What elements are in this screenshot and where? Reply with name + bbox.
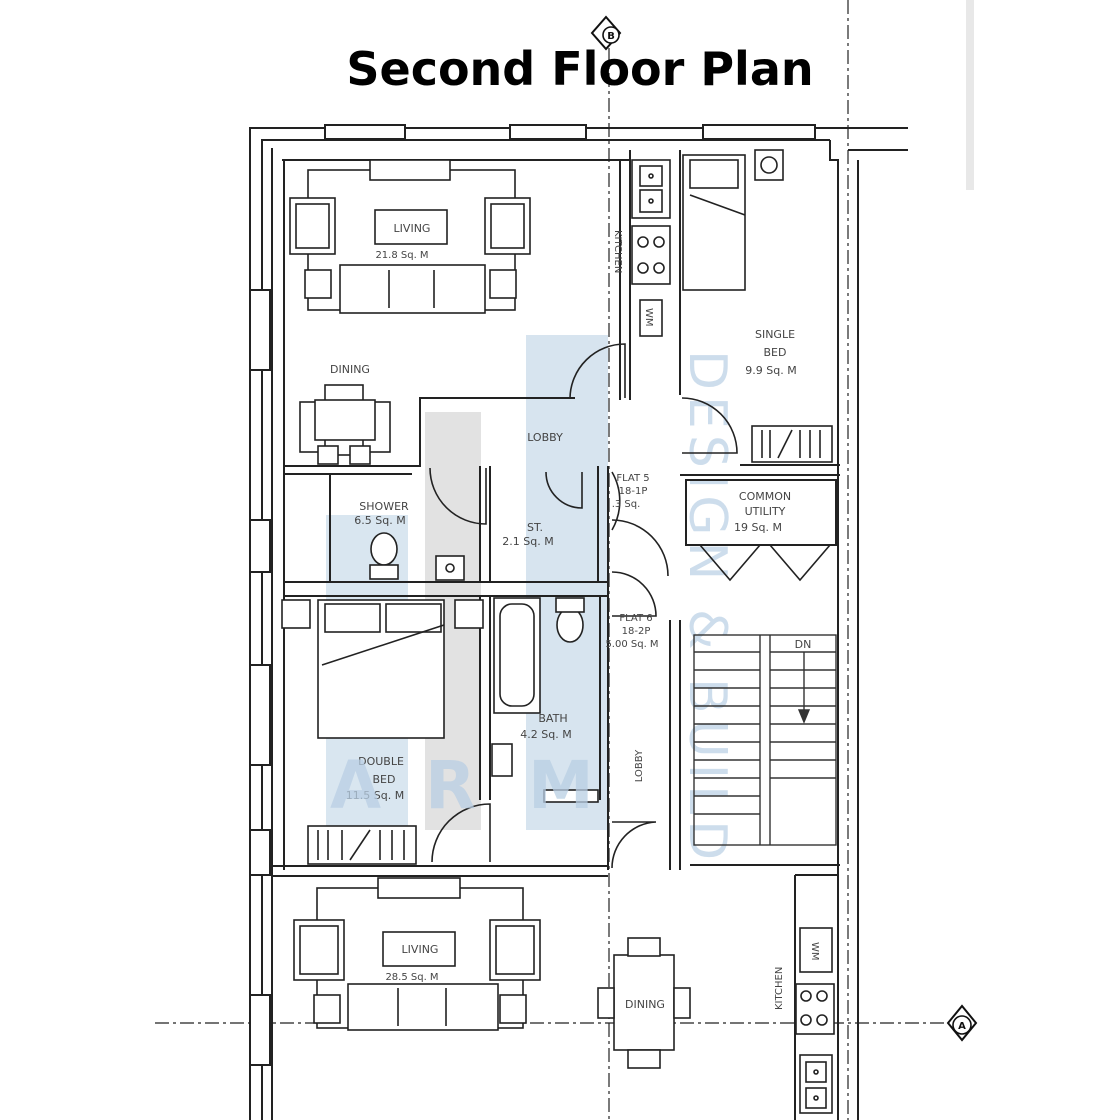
living-top-name: LIVING	[394, 222, 431, 235]
dining-bottom-name: DINING	[625, 998, 665, 1011]
windows-left	[249, 289, 271, 1066]
double-bed-name-2: BED	[373, 773, 396, 786]
grid-marker-b: B	[590, 15, 622, 51]
living-bottom-furniture	[293, 877, 541, 1031]
single-bed-name-2: BED	[764, 346, 787, 359]
grid-marker-b-label: B	[607, 31, 615, 42]
flat6-name: FLAT 6	[619, 613, 652, 624]
flat6-area: 5.00 Sq. M	[605, 639, 658, 650]
store-name: ST.	[527, 521, 543, 534]
kitchen-top-name: KITCHEN	[612, 230, 623, 273]
bath-name: BATH	[538, 712, 567, 725]
windows-top	[324, 124, 816, 140]
doors	[429, 343, 831, 869]
external-walls	[249, 127, 908, 1120]
double-bed-area: 11.5 Sq. M	[346, 789, 404, 802]
plan-title: Second Floor Plan	[346, 42, 814, 96]
shower-fixtures	[369, 532, 465, 581]
stair-direction: DN	[795, 638, 812, 651]
common-utility-name-1: COMMON	[739, 490, 791, 503]
wm-bottom-name: WM	[809, 942, 820, 961]
flat5-name: FLAT 5	[616, 473, 649, 484]
double-bed-furniture	[281, 599, 484, 865]
double-bed-name-1: DOUBLE	[358, 755, 404, 768]
watermark-letter-a: A	[330, 747, 381, 824]
kitchen-top-furniture	[631, 159, 671, 337]
watermark-text: DESIGN & BUILD	[677, 350, 737, 866]
wm-top-name: WM	[643, 308, 654, 327]
internal-walls	[272, 150, 840, 1120]
living-top-furniture	[289, 159, 531, 314]
store-area: 2.1 Sq. M	[502, 535, 553, 548]
single-bed-furniture	[682, 149, 833, 463]
living-bottom-name: LIVING	[402, 943, 439, 956]
flat5-sub: 18-1P	[619, 486, 648, 497]
lobby-top-name: LOBBY	[527, 431, 563, 444]
kitchen-bottom-name: KITCHEN	[774, 967, 785, 1010]
dining-top-furniture	[299, 384, 391, 465]
watermark-letter-r: R	[425, 747, 476, 824]
stairs	[693, 634, 837, 846]
single-bed-area: 9.9 Sq. M	[745, 364, 796, 377]
dining-bottom-furniture	[597, 937, 691, 1069]
edge-strip	[966, 0, 974, 190]
flat6-sub: 18-2P	[622, 626, 651, 637]
flat5-area: .3 Sq.	[612, 499, 641, 510]
common-utility-area: 19 Sq. M	[734, 521, 782, 534]
watermark-letters: A R M	[330, 747, 594, 824]
grid-marker-a-label: A	[958, 1021, 966, 1032]
room-labels: LIVING 21.8 Sq. M DINING KITCHEN WM SING…	[330, 222, 820, 1011]
common-utility-name-2: UTILITY	[745, 505, 786, 518]
watermark-letter-m: M	[528, 747, 594, 824]
living-bottom-area: 28.5 Sq. M	[385, 972, 438, 983]
shower-area: 6.5 Sq. M	[354, 514, 405, 527]
shower-name: SHOWER	[359, 500, 409, 513]
dining-top-name: DINING	[330, 363, 370, 376]
living-top-area: 21.8 Sq. M	[375, 250, 428, 261]
kitchen-bottom-furniture	[795, 927, 835, 1114]
bath-area: 4.2 Sq. M	[520, 728, 571, 741]
single-bed-name-1: SINGLE	[755, 328, 795, 341]
lobby-mid-name: LOBBY	[634, 749, 645, 782]
grid-marker-a: A	[946, 1004, 978, 1042]
bath-fixtures	[491, 597, 599, 803]
